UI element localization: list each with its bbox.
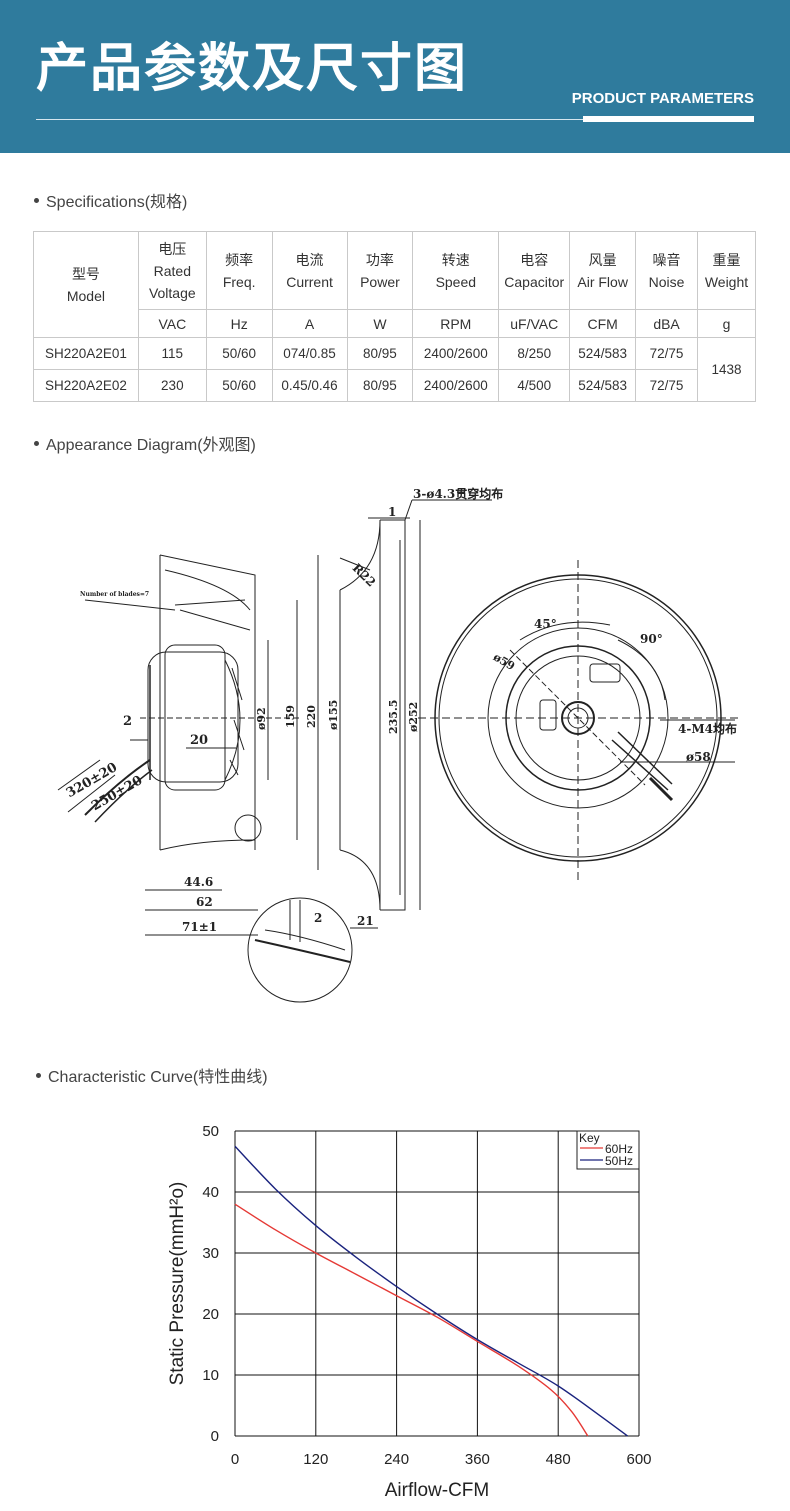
- dim-44: 44.6: [184, 875, 213, 889]
- unit-cell: CFM: [569, 309, 637, 338]
- detail-circle: [247, 897, 353, 1003]
- dim-155: ø155: [327, 700, 340, 730]
- bullet-icon: [34, 441, 39, 447]
- table-cell: 8/250: [498, 337, 571, 370]
- dim-252: ø252: [407, 702, 420, 732]
- dim-235: 235.5: [387, 700, 400, 734]
- table-cell: 115: [137, 337, 207, 370]
- spec-units-row: VAC Hz A W RPM uF/VAC CFM dBA g: [34, 309, 757, 338]
- unit-cell: VAC: [137, 309, 207, 338]
- section-title-appearance: Appearance Diagram(外观图): [34, 431, 256, 455]
- y-tick-label: 30: [202, 1245, 219, 1262]
- table-cell: SH220A2E02: [33, 369, 139, 402]
- table-cell: 80/95: [346, 337, 414, 370]
- section-title-curve: Characteristic Curve(特性曲线): [36, 1063, 268, 1087]
- unit-cell: uF/VAC: [498, 309, 571, 338]
- x-tick-label: 360: [465, 1451, 490, 1468]
- dim-holes: 3-ø4.3贯穿均布: [413, 486, 503, 501]
- header-accent-bar: [583, 116, 754, 122]
- table-cell: 72/75: [635, 337, 698, 370]
- motor-hub: [147, 651, 239, 783]
- dim-r22: R22: [350, 561, 379, 590]
- table-cell: 4/500: [498, 369, 571, 402]
- weight-cell: 1438: [696, 337, 757, 402]
- table-cell: 2400/2600: [412, 369, 500, 402]
- x-tick-label: 480: [546, 1451, 571, 1468]
- fan-frame-top: [159, 554, 256, 850]
- legend-entry: 50Hz: [605, 1154, 633, 1168]
- dim-21: 21: [357, 914, 374, 928]
- x-axis-label: Airflow-CFM: [385, 1480, 490, 1501]
- table-cell: 72/75: [635, 369, 698, 402]
- unit-cell: g: [696, 309, 757, 338]
- blades-note: Number of blades=7: [80, 591, 149, 598]
- x-tick-label: 240: [384, 1451, 409, 1468]
- legend-entry: 60Hz: [605, 1142, 633, 1156]
- table-cell: 524/583: [569, 369, 637, 402]
- dim-58: ø58: [686, 750, 711, 764]
- legend-box: [576, 1130, 640, 1170]
- y-tick-label: 40: [202, 1184, 219, 1201]
- series-line-60hz: [234, 1145, 628, 1437]
- dim-71: 71±1: [182, 920, 217, 934]
- dim-62: 62: [196, 895, 213, 909]
- y-tick-label: 0: [211, 1428, 219, 1445]
- y-tick-label: 20: [202, 1306, 219, 1323]
- y-tick-label: 50: [202, 1123, 219, 1140]
- unit-cell: A: [271, 309, 348, 338]
- page-title: 产品参数及尺寸图: [36, 39, 469, 99]
- y-axis-label: Static Pressure(mmH²o): [167, 1182, 188, 1386]
- dim-1: 1: [388, 505, 396, 519]
- section-title-specifications: Specifications(规格): [34, 188, 187, 212]
- dim-90: 90°: [640, 632, 663, 646]
- dim-92: ø92: [255, 707, 268, 730]
- dim-2-left: 2: [123, 714, 132, 729]
- bullet-icon: [36, 1073, 41, 1079]
- series-line-50hz: [234, 1203, 589, 1437]
- unit-cell: W: [346, 309, 414, 338]
- dim-20: 20: [190, 733, 208, 748]
- x-tick-label: 120: [303, 1451, 328, 1468]
- table-cell: 50/60: [205, 369, 273, 402]
- dim-159: 159: [284, 705, 297, 728]
- dim-m4: 4-M4均布: [678, 721, 737, 736]
- appearance-diagram: Number of blades=7 3-ø4.3贯穿均布 1 R22 2 20…: [57, 486, 738, 1003]
- header-divider: [36, 119, 754, 120]
- x-tick-label: 0: [231, 1451, 239, 1468]
- dim-220: 220: [305, 705, 318, 728]
- y-tick-label: 10: [202, 1367, 219, 1384]
- unit-cell: dBA: [635, 309, 698, 338]
- table-row: SH220A2E02 230 50/60 0.45/0.46 80/95 240…: [33, 369, 756, 402]
- x-tick-label: 600: [626, 1451, 651, 1468]
- dim-45: 45°: [534, 617, 557, 631]
- dim-2-detail: 2: [314, 911, 322, 925]
- table-cell: 230: [137, 369, 207, 402]
- table-cell: 0.45/0.46: [271, 369, 348, 402]
- legend-title: Key: [579, 1131, 600, 1145]
- table-cell: 074/0.85: [271, 337, 348, 370]
- bullet-icon: [34, 198, 39, 204]
- inlet-ring-profile: [339, 519, 381, 911]
- page-header: 产品参数及尺寸图 PRODUCT PARAMETERS: [0, 0, 790, 153]
- page-subtitle: PRODUCT PARAMETERS: [571, 90, 754, 107]
- table-cell: 524/583: [569, 337, 637, 370]
